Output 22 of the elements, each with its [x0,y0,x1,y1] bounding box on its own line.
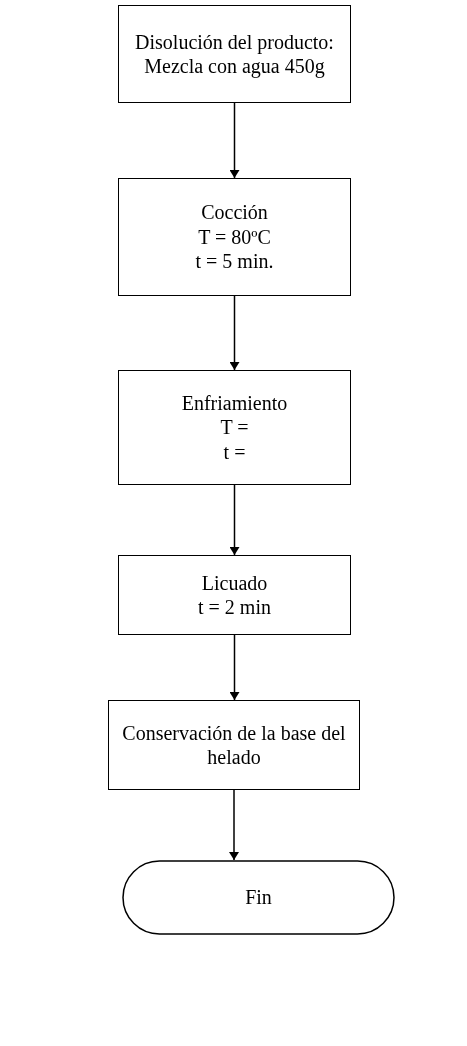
step-text: t = 2 min [198,595,271,620]
step-text: T = [220,415,249,440]
step-text: Enfriamiento [181,390,288,416]
process-box [108,700,360,790]
process-box [118,178,351,296]
arrow [229,295,240,371]
process-box [118,5,351,103]
step-text: Disolución del producto: [135,29,334,54]
step-text: Mezcla con agua 450g [144,54,325,79]
step-text: t = 5 min. [195,249,274,274]
arrow [229,789,239,861]
step-text: Licuado [201,570,268,595]
step-text: Cocción [201,200,268,225]
process-box [118,370,351,485]
arrow [229,634,240,701]
arrow [229,102,240,179]
step-text: T = 80ºC [198,224,271,250]
process-box [118,555,351,635]
step-text: Conservación de la base del helado [121,720,347,770]
arrow [229,484,240,556]
step-text: t = [223,439,246,465]
step-text: Fin [245,885,272,910]
